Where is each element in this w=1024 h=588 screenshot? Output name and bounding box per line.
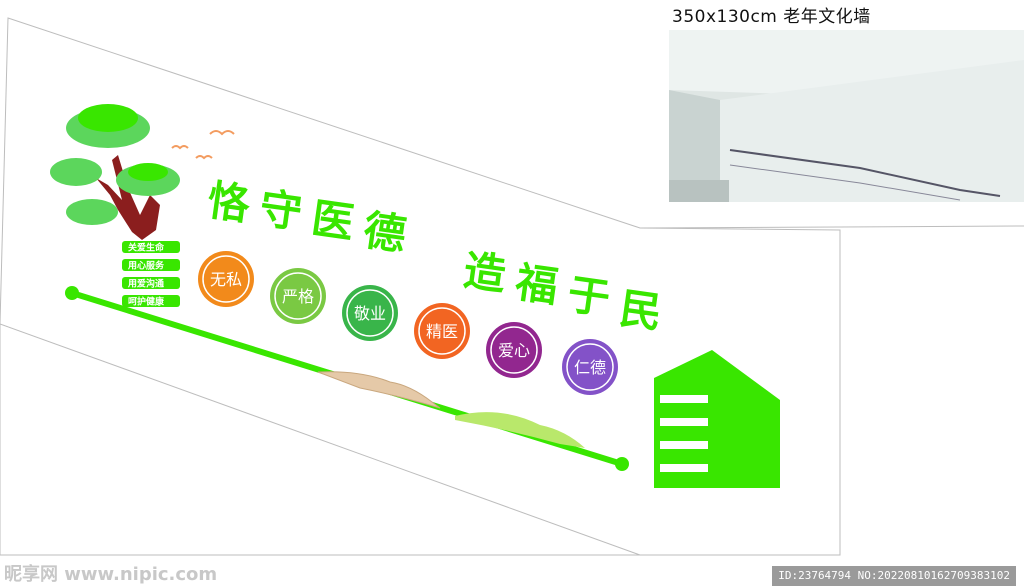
virtue-badge: 严格 [270, 268, 326, 324]
footer-id: ID:23764794 NO:20220810162709383102 [772, 566, 1016, 586]
virtue-badge-ring [346, 289, 394, 337]
virtue-badge-ring [490, 326, 538, 374]
spec-label: 350x130cm 老年文化墙 [672, 7, 871, 27]
virtue-badge-label: 精医 [426, 322, 458, 341]
virtue-badge: 精医 [414, 303, 470, 359]
tag-list: 关爱生命 用心服务 用爱沟通 呵护健康 [122, 241, 180, 308]
virtue-badge-label: 仁德 [574, 358, 606, 377]
watermark: 昵享网 www.nipic.com [4, 564, 218, 585]
headline-left-char: 医 [309, 193, 357, 247]
building-icon [654, 350, 780, 488]
wall-bottom-edge [0, 323, 641, 556]
headline-right-char: 福 [512, 257, 561, 312]
decorative-hills [317, 371, 585, 448]
virtue-badge-circle [486, 322, 542, 378]
virtue-badge: 无私 [198, 251, 254, 307]
headline-right-char: 造 [461, 245, 509, 299]
virtue-badge-ring [418, 307, 466, 355]
wall-top-edge [639, 225, 1024, 229]
tag-label: 呵护健康 [128, 296, 165, 308]
headline-left: 恪 守 医 德 [205, 175, 409, 259]
pine-tree-icon [50, 104, 180, 240]
virtue-badge-label: 严格 [282, 287, 314, 306]
headline-right: 造 福 于 民 [461, 245, 665, 337]
virtue-badge: 敬业 [342, 285, 398, 341]
headline-left-char: 德 [361, 205, 409, 259]
headline-right-char: 于 [565, 269, 613, 323]
headline-left-char: 恪 [205, 175, 254, 230]
virtue-badge-circle [198, 251, 254, 307]
headline-left-char: 守 [257, 183, 305, 237]
tag-label: 用爱沟通 [127, 278, 164, 290]
tag-label: 用心服务 [127, 260, 165, 272]
birds-icon [171, 130, 235, 160]
virtue-badge-label: 无私 [210, 270, 242, 289]
virtue-badge-circle [414, 303, 470, 359]
virtue-badge-ring [202, 255, 250, 303]
virtue-badge-ring [274, 272, 322, 320]
virtue-badge-circle [342, 285, 398, 341]
virtue-badge-circle [562, 339, 618, 395]
headline-right-char: 民 [617, 283, 665, 337]
virtue-badge: 爱心 [486, 322, 542, 378]
virtue-badge-label: 敬业 [354, 304, 386, 323]
tag-label: 关爱生命 [128, 242, 165, 254]
virtue-badge-ring [566, 343, 614, 391]
virtue-badge-label: 爱心 [498, 341, 530, 360]
virtue-badge: 仁德 [562, 339, 618, 395]
reference-photo [669, 30, 1024, 202]
virtue-badge-circle [270, 268, 326, 324]
